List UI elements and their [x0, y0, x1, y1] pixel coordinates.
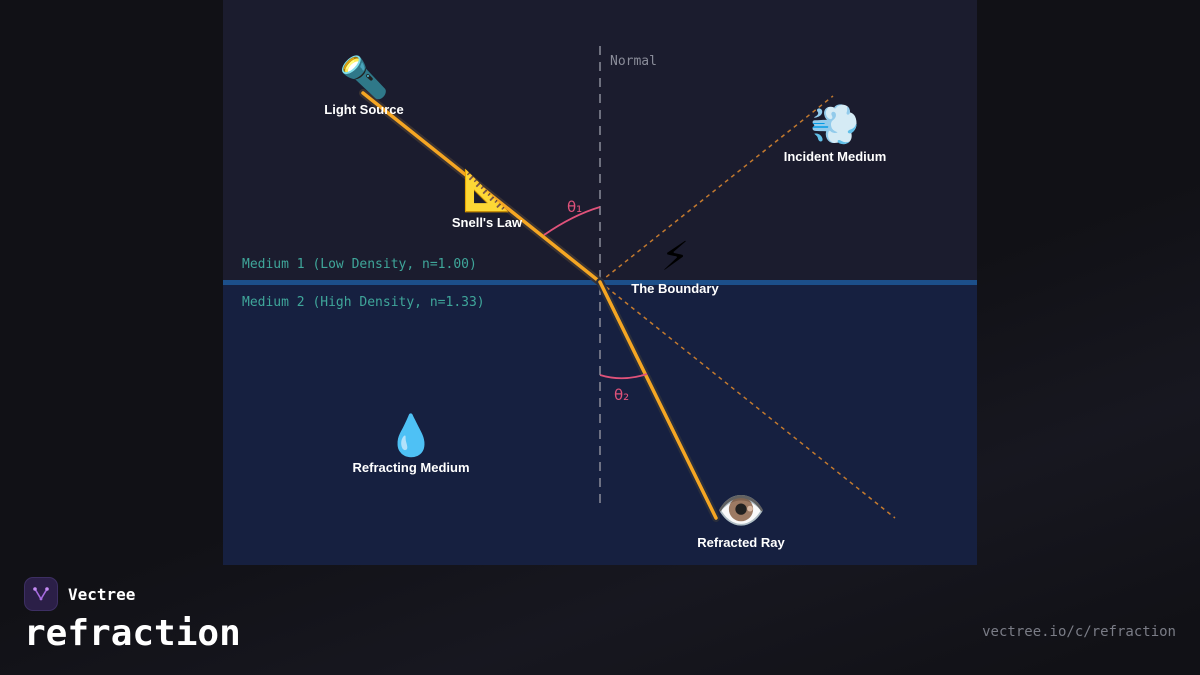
- node-label: Snell's Law: [451, 215, 523, 230]
- triangular-ruler-icon: 📐: [462, 168, 512, 214]
- lightning-icon: ⚡: [660, 234, 690, 280]
- refraction-diagram: [223, 46, 977, 522]
- normal-label: Normal: [610, 54, 657, 69]
- brand[interactable]: Vectree: [24, 577, 135, 611]
- page-url[interactable]: vectree.io/c/refraction: [982, 624, 1176, 640]
- node-light-source[interactable]: 🔦 Light Source: [324, 56, 403, 117]
- flashlight-icon: 🔦: [339, 55, 389, 101]
- brand-name: Vectree: [68, 584, 136, 604]
- refracted-ray-line: [598, 280, 718, 520]
- theta2-arc: [599, 373, 648, 380]
- medium-2-region: [223, 283, 977, 565]
- node-label: Incident Medium: [783, 149, 887, 164]
- node-refracted-ray[interactable]: 👁️ Refracted Ray: [697, 489, 784, 550]
- theta1-label: θ₁: [567, 198, 583, 216]
- medium-1-label: Medium 1 (Low Density, n=1.00): [242, 257, 477, 272]
- node-incident-medium[interactable]: 💨 Incident Medium: [784, 103, 887, 164]
- eye-icon: 👁️: [716, 488, 766, 534]
- undeviated-ray-extension: [599, 281, 896, 519]
- theta2-label: θ₂: [614, 386, 630, 404]
- node-label: Light Source: [324, 102, 404, 117]
- node-refracting-medium[interactable]: 💧 Refracting Medium: [352, 414, 469, 475]
- droplet-icon: 💧: [386, 413, 436, 459]
- reflected-ray: [599, 95, 834, 283]
- incident-ray: [361, 91, 602, 284]
- page-title: refraction: [24, 613, 241, 654]
- node-snells-law[interactable]: 📐 Snell's Law: [452, 169, 522, 230]
- node-label: The Boundary: [631, 281, 719, 296]
- wind-icon: 💨: [810, 102, 860, 148]
- theta1-arc: [543, 206, 601, 236]
- diagram-panel: Normal Medium 1 (Low Density, n=1.00) Me…: [223, 0, 977, 565]
- node-label: Refracting Medium: [352, 460, 470, 475]
- vectree-logo-icon: [24, 577, 58, 611]
- node-the-boundary[interactable]: ⚡ The Boundary: [631, 235, 718, 296]
- node-label: Refracted Ray: [697, 535, 785, 550]
- medium-2-label: Medium 2 (High Density, n=1.33): [242, 295, 485, 310]
